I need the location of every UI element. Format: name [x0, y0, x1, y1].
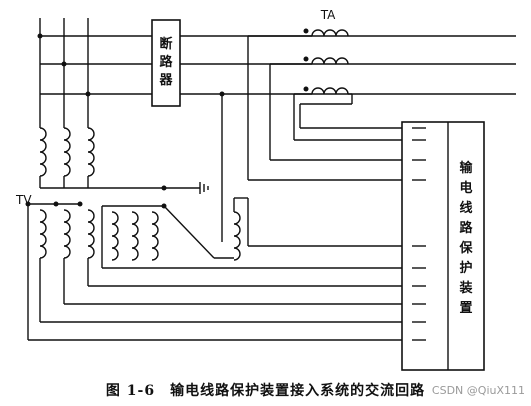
breaker-box: 断路器 [151, 19, 181, 107]
vt-open-delta [101, 205, 412, 269]
interposing-transformer [163, 197, 412, 261]
current-transformer-a [303, 28, 349, 37]
current-transformer-b [303, 56, 349, 65]
vt-primary-wiring [37, 18, 225, 242]
ta-label: TA [320, 8, 336, 22]
figure-caption: 图 1-6 输电线路保护装置接入系统的交流回路 [105, 383, 426, 399]
terminals [412, 127, 426, 341]
current-transformer-c [303, 86, 349, 95]
breaker-label: 断路器 [158, 36, 173, 88]
protection-device: 输电线路保护装置 [401, 121, 485, 371]
busbar-lines [40, 35, 516, 95]
vt-primary-coils [39, 127, 164, 189]
vt-star-to-device-wiring [27, 204, 412, 341]
ground-icon [161, 182, 209, 209]
watermark: CSDN @QiuX111 [431, 384, 525, 397]
ct-secondary-wiring [247, 35, 412, 181]
device-label: 输电线路保护装置 [458, 160, 473, 316]
